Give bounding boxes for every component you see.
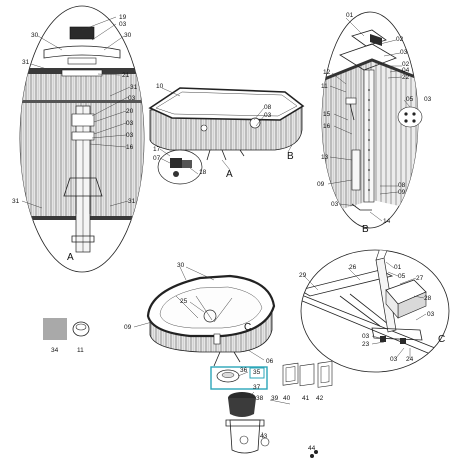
label-14: 14 (383, 218, 391, 225)
skimmer-highlight-box (210, 366, 268, 390)
callout-letter-c: C (438, 334, 445, 345)
label-31: 31 (22, 59, 30, 66)
callout-letter-a: A (67, 252, 74, 263)
pool-assembled-overview: 10 08 03 17 07 18 A B (148, 83, 305, 185)
label-10: 10 (156, 83, 164, 90)
pool-letter-c: C (244, 322, 251, 333)
label-23: 23 (362, 341, 370, 348)
label-34: 34 (51, 347, 59, 354)
label-37: 37 (253, 384, 261, 391)
label-03: 03 (126, 132, 134, 139)
pool-letter-a: A (226, 169, 233, 180)
label-30: 30 (177, 262, 185, 269)
label-42: 42 (316, 395, 324, 402)
pool-oval-exploded: 30 09 25 06 C (124, 262, 276, 367)
label-02: 02 (402, 61, 410, 68)
label-39: 39 (271, 395, 279, 402)
label-27: 27 (416, 275, 424, 282)
label-03: 03 (390, 356, 398, 363)
label-03: 03 (362, 333, 370, 340)
label-09: 09 (398, 189, 406, 196)
label-15: 15 (323, 111, 331, 118)
label-19: 19 (119, 14, 127, 21)
label-03: 03 (126, 120, 134, 127)
label-21: 21 (122, 72, 130, 79)
callout-c-detail: 29 26 01 05 27 28 03 03 23 03 24 C (299, 249, 450, 373)
top-cap-part (69, 26, 95, 40)
label-20: 20 (126, 108, 134, 115)
skimmer-exploded: 36 35 37 38 39 40 41 42 43 44 (210, 360, 333, 458)
label-30: 30 (31, 32, 39, 39)
label-13: 13 (321, 154, 329, 161)
label-11: 11 (77, 347, 84, 354)
label-22: 22 (402, 74, 410, 81)
label-08: 08 (398, 182, 406, 189)
label-11: 11 (321, 83, 328, 90)
label-09: 09 (317, 181, 325, 188)
label-24: 24 (406, 356, 414, 363)
label-03: 03 (427, 311, 435, 318)
callout-a-detail: 19 03 30 30 31 21 31 03 20 03 03 16 31 3… (12, 5, 145, 273)
label-44: 44 (308, 445, 316, 452)
label-03: 03 (119, 21, 127, 28)
label-25: 25 (180, 298, 188, 305)
label-31: 31 (128, 198, 136, 205)
label-12: 12 (323, 69, 331, 76)
label-09: 09 (124, 324, 132, 331)
accessories: 34 11 (43, 318, 90, 354)
label-06: 06 (266, 358, 274, 365)
label-28: 28 (424, 295, 432, 302)
label-02: 02 (396, 36, 404, 43)
label-35: 35 (253, 369, 261, 376)
label-41: 41 (302, 395, 310, 402)
label-08: 08 (264, 104, 272, 111)
label-18: 18 (199, 169, 207, 176)
callout-b-detail: 01 02 03 02 04 22 12 11 05 03 15 16 13 0… (317, 11, 432, 235)
label-07: 07 (153, 155, 161, 162)
label-31: 31 (12, 198, 20, 205)
label-40: 40 (283, 395, 291, 402)
label-01: 01 (346, 12, 354, 19)
label-05: 05 (406, 96, 414, 103)
label-30: 30 (124, 32, 132, 39)
ground-cloth-swatch (43, 318, 67, 340)
label-03: 03 (331, 201, 339, 208)
callout-letter-b: B (362, 224, 369, 235)
label-29: 29 (299, 272, 307, 279)
label-17: 17 (153, 146, 161, 153)
label-03: 03 (424, 96, 432, 103)
label-04: 04 (402, 67, 410, 74)
label-05: 05 (398, 273, 406, 280)
label-03: 03 (264, 112, 272, 119)
label-16: 16 (323, 123, 331, 130)
label-03: 03 (400, 49, 408, 56)
label-26: 26 (349, 264, 357, 271)
label-16: 16 (126, 144, 134, 151)
hose-adapter-part (72, 321, 90, 337)
label-01: 01 (394, 264, 402, 271)
label-03: 03 (128, 95, 136, 102)
label-36: 36 (240, 367, 248, 374)
label-38: 38 (256, 395, 264, 402)
label-43: 43 (260, 433, 268, 440)
label-31: 31 (130, 84, 138, 91)
pool-letter-b: B (287, 151, 294, 162)
